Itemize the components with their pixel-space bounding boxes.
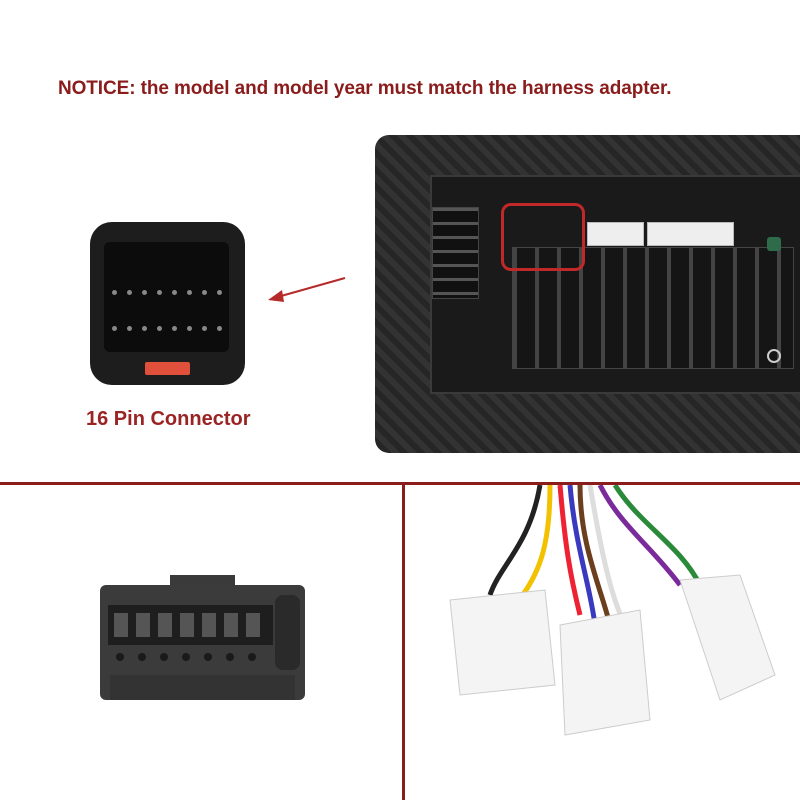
notice-prefix: NOTICE [58, 78, 130, 99]
connector-closeup-image [90, 222, 245, 385]
connector-label: 16 Pin Connector [86, 408, 251, 430]
arrow-left-icon [268, 277, 346, 302]
16-pin-connector-image [100, 575, 305, 700]
notice-body: : the model and model year must match th… [129, 78, 672, 99]
wire-harness-image [449, 485, 776, 736]
divider-horizontal [0, 482, 800, 485]
connector-highlight [501, 203, 585, 271]
notice-text: NOTICE: the model and model year must ma… [58, 78, 671, 100]
divider-vertical [402, 482, 405, 800]
stereo-chassis [430, 175, 800, 394]
